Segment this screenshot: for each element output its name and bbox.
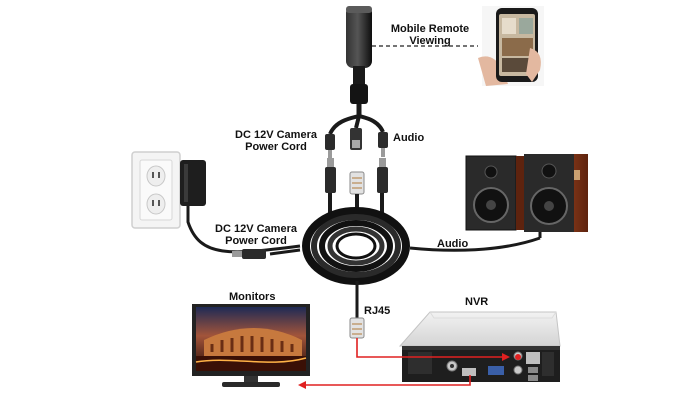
nvr-label: NVR: [465, 296, 489, 308]
mobile-remote-label-line2: Viewing: [409, 35, 451, 47]
monitor-icon: [192, 304, 310, 387]
mobile-remote-label-line1: Mobile Remote: [390, 23, 470, 35]
wall-outlet-power-adapter: [131, 151, 206, 229]
adapter-power-cord-label-line2: Power Cord: [225, 235, 287, 247]
camera-power-cord-label-line2: Power Cord: [245, 141, 307, 153]
siamese-cable-reel: [186, 204, 541, 339]
camera-audio-label: Audio: [393, 132, 425, 144]
nvr-recorder: [398, 311, 561, 382]
camera-power-cord-label: DC 12V Camera Power Cord: [226, 129, 326, 153]
bullet-camera: [325, 6, 388, 159]
speakers-icon: [465, 154, 588, 238]
monitors-label: Monitors: [229, 291, 276, 303]
smartphone-icon: [478, 6, 544, 86]
adapter-power-cord-label: DC 12V Camera Power Cord: [206, 223, 306, 247]
adapter-power-cord-label-line1: DC 12V Camera: [215, 223, 297, 235]
cable-connectors: [325, 158, 388, 213]
speaker-audio-label: Audio: [437, 238, 469, 250]
connection-arrows: [298, 338, 521, 389]
camera-power-cord-label-line1: DC 12V Camera: [235, 129, 317, 141]
mobile-remote-label: Mobile Remote Viewing: [382, 23, 478, 47]
rj45-label: RJ45: [364, 305, 391, 317]
